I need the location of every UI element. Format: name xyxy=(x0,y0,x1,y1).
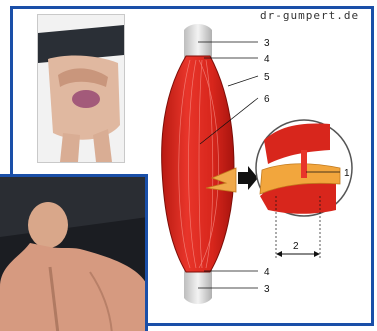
callout-junction-bottom: 4 xyxy=(264,267,270,278)
callout-gap: 2 xyxy=(293,241,299,252)
callout-junction-top: 4 xyxy=(264,54,270,65)
gap-arrowhead-right xyxy=(314,251,320,257)
bottom-tendon xyxy=(184,270,212,304)
callout-tendon-bottom: 3 xyxy=(264,284,270,295)
callout-fascia: 5 xyxy=(264,72,270,83)
right-arrow-icon xyxy=(238,166,258,190)
top-tendon xyxy=(184,24,212,58)
muscle-belly xyxy=(162,56,234,272)
callout-tendon-top: 3 xyxy=(264,38,270,49)
leader-fascia xyxy=(228,76,258,86)
magnifier-circle-icon xyxy=(256,120,352,216)
callout-muscle-belly: 6 xyxy=(264,94,270,105)
callout-fiber: 1 xyxy=(344,168,350,179)
gap-arrowhead-left xyxy=(276,251,282,257)
